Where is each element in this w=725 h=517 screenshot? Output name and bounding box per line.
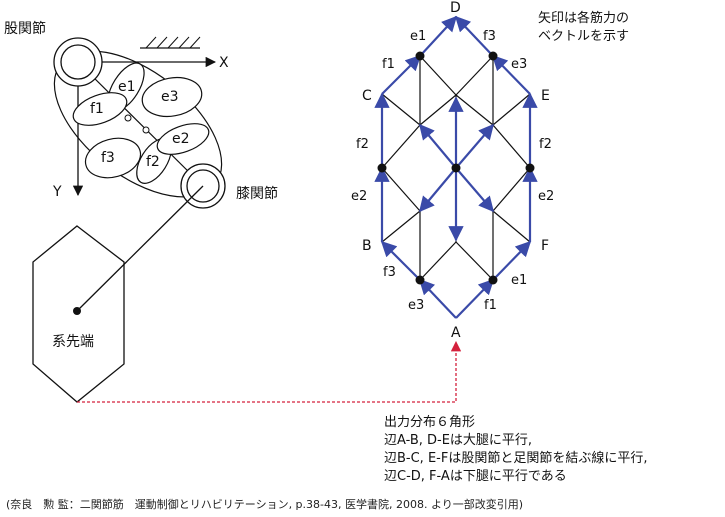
source-citation: (奈良 勲 監：二関節筋 運動制御とリハビリテーション, p.38-43, 医学… [6, 498, 524, 511]
x-axis-label: X [219, 55, 229, 71]
caption-title: 出力分布６角形 [384, 415, 476, 430]
edge-label: e1 [410, 29, 426, 44]
endpoint-label: 系先端 [52, 334, 94, 350]
edge-label: e3 [511, 57, 527, 72]
edge-label: f1 [382, 57, 395, 72]
vertex-e-label: E [541, 88, 550, 104]
muscle-ellipses [72, 62, 210, 184]
lattice-nodes [377, 51, 535, 285]
caption-line3: 辺C-D, F-Aは下腿に平行である [384, 469, 567, 484]
muscle-e2-label: e2 [172, 131, 190, 147]
muscle-e1-label: e1 [118, 79, 136, 95]
force-hexagon: A B C D E F e1 f3 f1 e3 f2 f2 e2 e2 f3 e… [351, 0, 629, 341]
edge-label: e2 [351, 189, 367, 204]
vector-note-line2: ベクトルを示す [538, 29, 629, 44]
force-vectors [374, 15, 538, 319]
y-axis-label: Y [52, 184, 62, 200]
mapping-connector [77, 340, 462, 403]
muscle-f2-label: f2 [146, 154, 160, 170]
vertex-f-label: F [541, 238, 549, 254]
vertex-c-label: C [362, 88, 372, 104]
vertex-b-label: B [362, 238, 372, 254]
caption-line2: 辺B-C, E-Fは股関節と足関節を結ぶ線に平行, [384, 451, 648, 466]
edge-label: e1 [511, 273, 527, 288]
edge-label: e3 [408, 298, 424, 313]
edge-label: f1 [484, 298, 497, 313]
hip-joint [53, 37, 103, 87]
caption-line1: 辺A-B, D-Eは大腿に平行, [384, 433, 533, 448]
edge-label: e2 [538, 189, 554, 204]
muscle-e3-label: e3 [161, 89, 179, 105]
vector-note-line1: 矢印は各筋力の [538, 10, 629, 26]
muscle-f3-label: f3 [101, 150, 115, 166]
edge-label: f2 [356, 137, 369, 152]
limb-model: e1 f1 e3 f3 f2 e2 股関節 膝関節 系先端 X Y [4, 20, 278, 403]
vertex-d-label: D [450, 0, 461, 16]
hip-label: 股関節 [4, 20, 46, 37]
endpoint-dot [73, 307, 81, 315]
muscle-f1-label: f1 [90, 101, 104, 117]
knee-label: 膝関節 [236, 185, 278, 202]
vertex-a-label: A [451, 325, 461, 341]
edge-label: f2 [539, 137, 552, 152]
edge-label: f3 [483, 29, 496, 44]
edge-label: f3 [383, 265, 396, 280]
